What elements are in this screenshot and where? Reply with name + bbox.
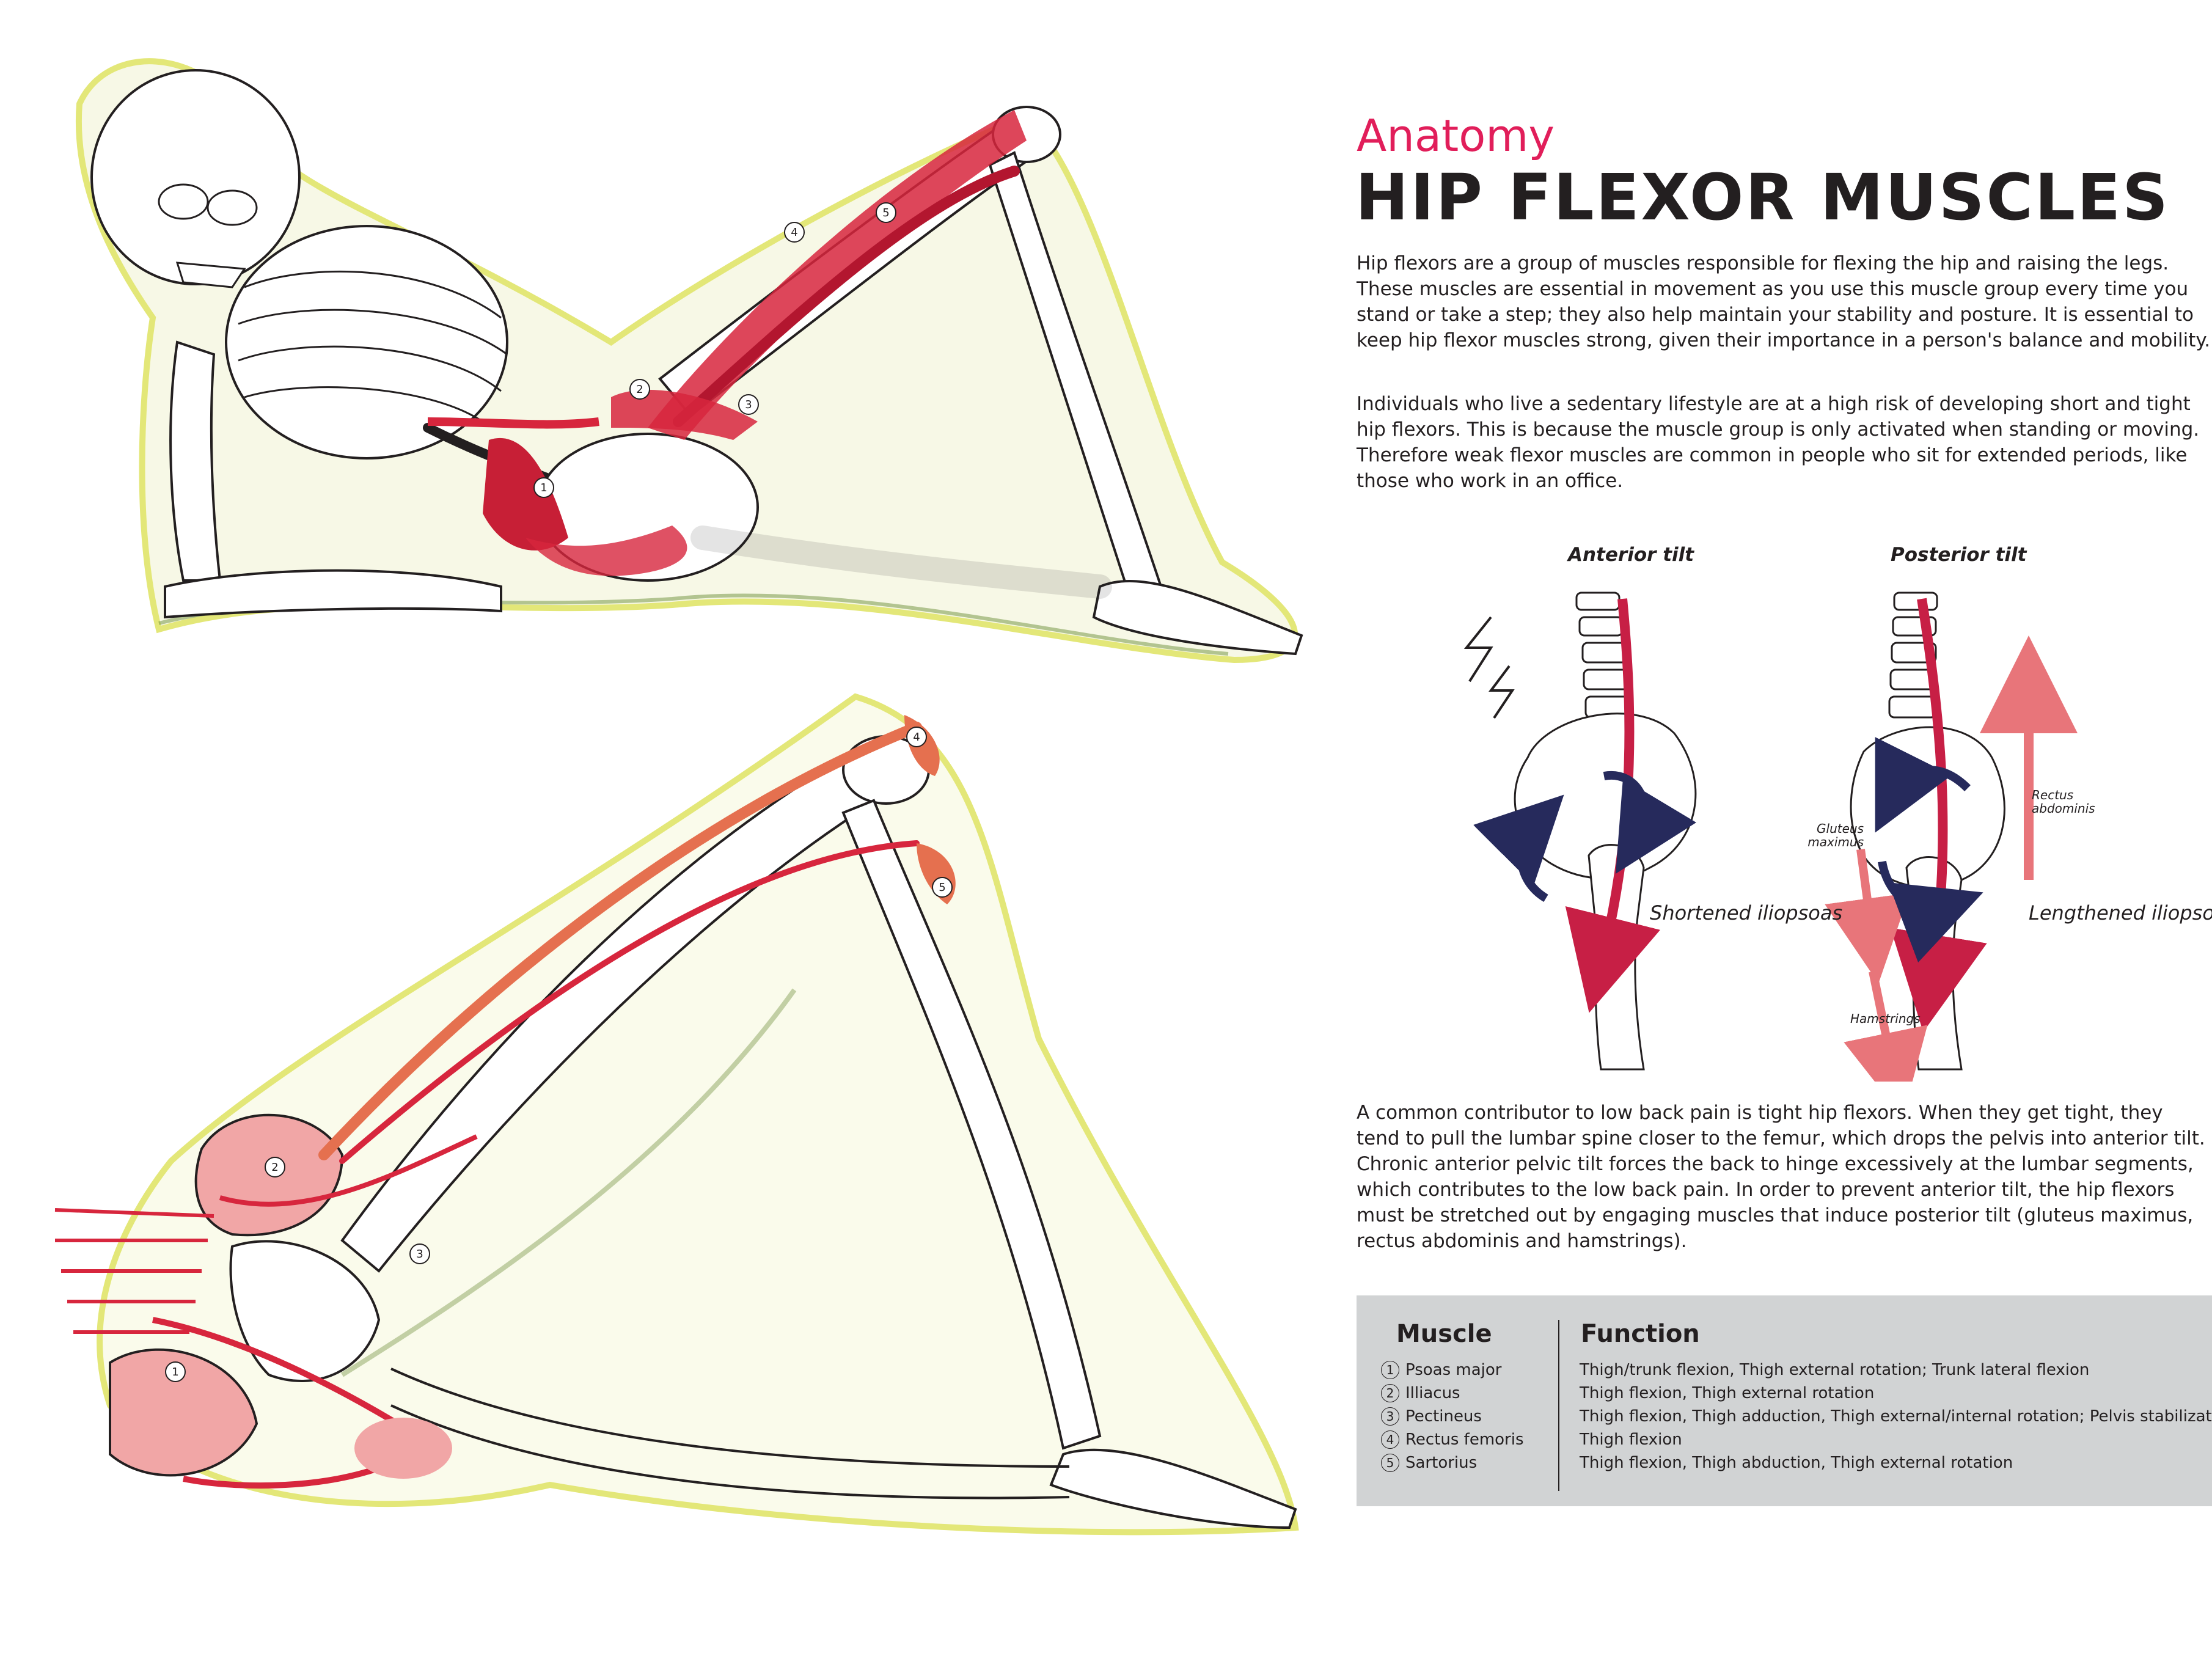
row-number: 1: [1381, 1361, 1399, 1379]
muscle-function: Thigh/trunk flexion, Thigh external rota…: [1580, 1361, 2090, 1379]
muscle-name: Rectus femoris: [1405, 1430, 1524, 1449]
intro-paragraph-2: Individuals who live a sedentary lifesty…: [1357, 393, 2200, 492]
hamstrings-label: Hamstrings: [1850, 1011, 1921, 1026]
section-kicker: Anatomy: [1357, 110, 1555, 161]
muscle-function: Thigh flexion, Thigh abduction, Thigh ex…: [1580, 1454, 2013, 1472]
top-marker-3: 3: [738, 394, 759, 415]
intro-paragraph-1: Hip flexors are a group of muscles respo…: [1357, 252, 2211, 351]
row-number: 2: [1381, 1384, 1399, 1402]
iliopsoas-shortened-arrow: [1565, 598, 1661, 1013]
gluteus-label-line1: Gluteus: [1817, 821, 1864, 836]
anterior-tilt-title: Anterior tilt: [1568, 544, 1694, 566]
svg-text:1: 1: [172, 1366, 178, 1379]
muscle-name: Pectineus: [1405, 1407, 1482, 1426]
svg-text:2: 2: [636, 383, 643, 396]
rectus-label-line1: Rectus: [2032, 788, 2074, 802]
table-row: 2 Illiacus Thigh flexion, Thigh external…: [1357, 1383, 2212, 1406]
table-row: 3 Pectineus Thigh flexion, Thigh adducti…: [1357, 1406, 2212, 1429]
muscle-function: Thigh flexion, Thigh external rotation: [1580, 1384, 1875, 1402]
anatomy-illustrations: 4 5 2 3 1 4 5 2 3: [54, 58, 1303, 1536]
muscle-function: Thigh flexion: [1580, 1430, 1682, 1449]
top-marker-1: 1: [533, 477, 554, 498]
svg-text:1: 1: [540, 482, 547, 494]
gluteus-label: Gluteus maximus: [1793, 822, 1864, 849]
anterior-rotation-arrow-top: [1603, 771, 1697, 874]
table-row: 4 Rectus femoris Thigh flexion: [1357, 1429, 2212, 1452]
bottom-marker-4: 4: [906, 727, 927, 747]
rectus-label: Rectus abdominis: [2032, 788, 2095, 815]
top-marker-4: 4: [784, 222, 805, 243]
back-pain-paragraph: A common contributor to low back pain is…: [1357, 1102, 2205, 1252]
muscle-column-header: Muscle: [1396, 1320, 1492, 1348]
posterior-tilt-title: Posterior tilt: [1891, 544, 2027, 566]
top-marker-5: 5: [876, 202, 896, 223]
top-reclining-skeleton: 4 5 2 3 1: [76, 58, 1303, 664]
gluteus-label-line2: maximus: [1807, 835, 1864, 849]
row-number: 5: [1381, 1454, 1399, 1472]
svg-text:4: 4: [791, 226, 797, 239]
bottom-marker-1: 1: [165, 1361, 186, 1382]
anterior-tilt-figure: [1463, 591, 1697, 1071]
row-number: 4: [1381, 1430, 1399, 1449]
row-number: 3: [1381, 1407, 1399, 1426]
svg-text:3: 3: [416, 1248, 423, 1261]
muscle-name: Illiacus: [1405, 1384, 1460, 1402]
table-divider: [1558, 1320, 1559, 1491]
muscle-function: Thigh flexion, Thigh adduction, Thigh ex…: [1580, 1407, 2212, 1426]
svg-text:5: 5: [939, 881, 945, 894]
anterior-caption: Shortened iliopsoas: [1650, 901, 1843, 925]
function-column-header: Function: [1581, 1320, 1700, 1348]
svg-text:4: 4: [913, 731, 920, 744]
hamstrings-arrow: [1844, 970, 1928, 1082]
svg-text:5: 5: [882, 207, 889, 219]
bottom-marker-3: 3: [409, 1243, 430, 1264]
pelvic-tilt-diagram: [1463, 591, 2078, 1082]
page-title: HIP FLEXOR MUSCLES: [1355, 160, 2170, 235]
bottom-marker-2: 2: [265, 1157, 285, 1177]
table-row: 5 Sartorius Thigh flexion, Thigh abducti…: [1357, 1452, 2212, 1476]
muscle-name: Sartorius: [1405, 1454, 1478, 1472]
top-marker-2: 2: [629, 379, 650, 400]
rectus-label-line2: abdominis: [2032, 801, 2095, 816]
pain-bolt-icon: [1463, 616, 1493, 683]
bottom-hip-closeup: 4 5 2 3 1: [54, 693, 1299, 1536]
table-row: 1 Psoas major Thigh/trunk flexion, Thigh…: [1357, 1360, 2212, 1383]
anterior-rotation-arrow-bottom: [1473, 794, 1564, 902]
bottom-marker-5: 5: [932, 877, 953, 898]
muscle-name: Psoas major: [1405, 1361, 1502, 1379]
posterior-caption: Lengthened iliopsoas: [2029, 901, 2212, 925]
gluteus-maximus-arrow: [1825, 849, 1910, 984]
muscle-table: Muscle Function 1 Psoas major Thigh/trun…: [1357, 1295, 2212, 1506]
svg-text:3: 3: [745, 398, 752, 411]
posterior-tilt-figure: [1825, 591, 2078, 1082]
svg-text:2: 2: [271, 1161, 278, 1174]
